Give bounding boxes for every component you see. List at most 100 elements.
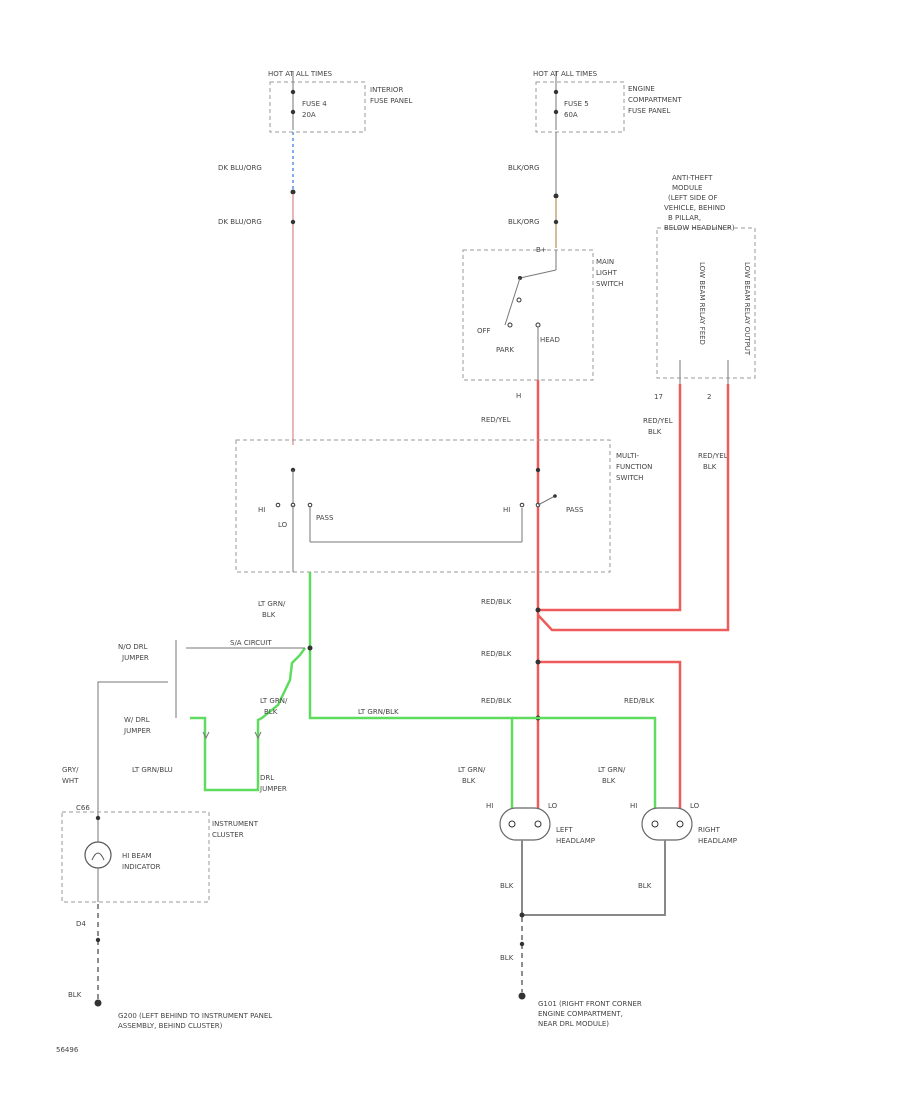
antitheft-module: ANTI-THEFT MODULE (LEFT SIDE OF VEHICLE,… [643,174,756,471]
ground-left-2: ASSEMBLY, BEHIND CLUSTER) [118,1022,223,1030]
label-red-blk-1: RED/BLK [481,598,512,606]
cluster-pin-d4: D4 [76,920,86,928]
mfs-lo: LO [278,521,288,529]
fuse-right-label: FUSE 5 [564,100,589,108]
atm-wire1-stripe: BLK [648,428,662,436]
fuse-left-panel-2: FUSE PANEL [370,97,412,105]
wire-label-blk-org-1: BLK/ORG [508,164,539,172]
cluster-title-1: INSTRUMENT [212,820,259,828]
mls-pin-h: H [516,392,521,400]
mfs-pass-left: PASS [316,514,334,522]
atm-title-2: MODULE [672,184,702,192]
label-lt-grn-blu: LT GRN/BLU [132,766,173,774]
ground-g200 [94,999,102,1007]
cluster-indicator-1: HI BEAM [122,852,152,860]
rhl-pin-lo: LO [690,802,700,810]
fuse-left-panel: INTERIOR [370,86,403,94]
fuse-right-header: HOT AT ALL TIMES [533,70,598,78]
lhl-title-1: LEFT [556,826,573,834]
label-blk-bottom: BLK [500,954,514,962]
fuse-right-panel: ENGINE [628,85,655,93]
mfs-hi-right: HI [503,506,510,514]
label-w-drl-jumper-1: W/ DRL [124,716,150,724]
mfs-pass-right: PASS [566,506,584,514]
label-red-blk-3: RED/BLK [481,697,512,705]
label-lt-grn-blk-rhl-1: LT GRN/ [598,766,626,774]
label-gry-wht-2: WHT [62,777,79,785]
label-lt-grn-blk-bus: LT GRN/BLK [358,708,399,716]
ground-g101 [518,992,526,1000]
mfs-title-1: MULTI- [616,452,639,460]
mfs-title-3: SWITCH [616,474,643,482]
label-red-yel: RED/YEL [481,416,511,424]
wire-label-blk-org-2: BLK/ORG [508,218,539,226]
lhl-pin-lo: LO [548,802,558,810]
hi-beam-indicator-lamp [84,841,112,869]
fuse-block-left: HOT AT ALL TIMES FUSE 4 20A INTERIOR FUS… [268,70,412,133]
mls-pin-b-plus: B+ [536,246,547,254]
mfs-hi-left: HI [258,506,265,514]
fuse-left-header: HOT AT ALL TIMES [268,70,333,78]
mls-title-1: MAIN [596,258,614,266]
label-lt-grn-blk-mid-2: BLK [264,708,278,716]
ground-right-3: NEAR DRL MODULE) [538,1020,609,1028]
label-no-drl-jumper-1: N/O DRL [118,643,148,651]
lhl-title-2: HEADLAMP [556,837,595,845]
atm-title-5: B PILLAR, [668,214,701,222]
label-no-drl-jumper-2: JUMPER [121,654,149,662]
ground-left-1: G200 (LEFT BEHIND TO INSTRUMENT PANEL [118,1012,272,1020]
label-lt-grn-blk-mid-1: LT GRN/ [260,697,288,705]
mfs-title-2: FUNCTION [616,463,652,471]
fuse-left-rating: 20A [302,111,316,119]
mls-park: PARK [496,346,514,354]
label-blk-hl-right: BLK [638,882,652,890]
atm-title-3: (LEFT SIDE OF [668,194,718,202]
atm-pin-2: 2 [707,393,711,401]
wire-label-dk-blu-org-1: DK BLU/ORG [218,164,262,172]
label-drl-jumper-1: DRL [260,774,274,782]
label-red-blk-4: RED/BLK [624,697,655,705]
main-light-switch: B+ MAIN LIGHT SWITCH OFF PARK HEAD H [462,246,623,400]
rhl-pin-hi: HI [630,802,637,810]
fuse-right-panel-3: FUSE PANEL [628,107,670,115]
label-lt-grn-blk-lhl-1: LT GRN/ [458,766,486,774]
label-lt-grn-blk-lhl-2: BLK [462,777,476,785]
left-headlamp: HI LO LEFT HEADLAMP [486,802,595,845]
mls-head: HEAD [540,336,560,344]
label-gry-wht-1: GRY/ [62,766,79,774]
figure-code: 56496 [56,1046,79,1054]
multi-function-switch: MULTI- FUNCTION SWITCH HI LO PASS HI PAS… [235,439,652,573]
right-headlamp: HI LO RIGHT HEADLAMP [630,802,737,845]
atm-pin-label-1: LOW BEAM RELAY FEED [698,262,706,345]
label-lt-grn-blk-top-1: LT GRN/ [258,600,286,608]
fuse-right-panel-2: COMPARTMENT [628,96,682,104]
fuse-block-right: HOT AT ALL TIMES FUSE 5 60A ENGINE COMPA… [533,70,682,133]
atm-title-1: ANTI-THEFT [672,174,713,182]
atm-wire1-color: RED/YEL [643,417,673,425]
cluster-title-2: CLUSTER [212,831,244,839]
cluster-pin-c66: C66 [76,804,90,812]
mls-off: OFF [477,327,491,335]
rhl-title-2: HEADLAMP [698,837,737,845]
label-lt-grn-blk-top-2: BLK [262,611,276,619]
ground-right-2: ENGINE COMPARTMENT, [538,1010,623,1018]
fuse-right-rating: 60A [564,111,578,119]
wire-label-dk-blu-org-2: DK BLU/ORG [218,218,262,226]
atm-wire2-color: RED/YEL [698,452,728,460]
label-blk-hl-left: BLK [500,882,514,890]
atm-pin-17: 17 [654,393,663,401]
label-lt-grn-blk-rhl-2: BLK [602,777,616,785]
ground-right-1: G101 (RIGHT FRONT CORNER [538,1000,642,1008]
drl-jumpers: S/A CIRCUIT N/O DRL JUMPER W/ DRL JUMPER [118,639,305,740]
rhl-title-1: RIGHT [698,826,721,834]
label-drl-jumper-2: JUMPER [259,785,287,793]
lhl-pin-hi: HI [486,802,493,810]
atm-pin-label-2: LOW BEAM RELAY OUTPUT [743,262,751,356]
fuse-left-label: FUSE 4 [302,100,327,108]
atm-title-6: BELOW HEADLINER) [664,224,735,232]
atm-wire2-stripe: BLK [703,463,717,471]
instrument-cluster: C66 INSTRUMENT CLUSTER HI BEAM INDICATOR [61,804,259,903]
mls-title-2: LIGHT [596,269,618,277]
